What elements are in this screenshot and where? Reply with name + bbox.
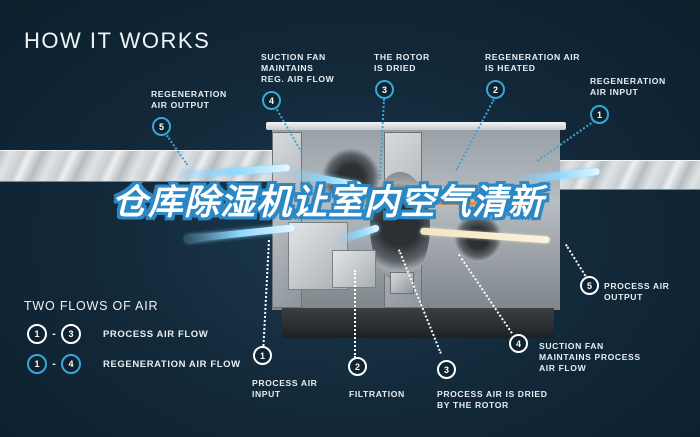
process-leader-2 — [354, 270, 356, 358]
legend-process-to-number: 3 — [68, 329, 74, 339]
process-marker-4-number: 4 — [515, 338, 521, 349]
regen-label-3: THE ROTOR IS DRIED — [374, 52, 430, 73]
cabinet-base — [282, 308, 554, 338]
regen-label-4: SUCTION FAN MAINTAINS REG. AIR FLOW — [261, 52, 335, 84]
heater-glow — [430, 202, 514, 205]
process-marker-5: 5 — [580, 276, 599, 295]
process-marker-3: 3 — [437, 360, 456, 379]
regen-marker-2: 2 — [486, 80, 505, 99]
legend-process-label: PROCESS AIR FLOW — [103, 328, 209, 340]
process-label-2: FILTRATION — [349, 389, 405, 399]
process-label-4: SUCTION FAN MAINTAINS PROCESS AIR FLOW — [539, 341, 641, 373]
legend-regen-label: REGENERATION AIR FLOW — [103, 358, 241, 370]
regen-label-1: REGENERATION AIR INPUT — [590, 76, 666, 97]
process-marker-2-number: 2 — [354, 361, 360, 372]
process-marker-4: 4 — [509, 334, 528, 353]
legend-process-from-marker: 1 — [27, 324, 47, 344]
process-marker-2: 2 — [348, 357, 367, 376]
legend-row-process: 1 - 3 PROCESS AIR FLOW — [27, 324, 208, 344]
process-marker-3-number: 3 — [443, 364, 449, 375]
diagram-heading: HOW IT WORKS — [24, 28, 211, 53]
process-marker-1: 1 — [253, 346, 272, 365]
legend-process-from-number: 1 — [34, 329, 40, 339]
legend-process-dash: - — [52, 328, 56, 340]
process-label-5: PROCESS AIR OUTPUT — [604, 281, 670, 302]
regen-label-5: REGENERATION AIR OUTPUT — [151, 89, 227, 110]
regen-label-2: REGENERATION AIR IS HEATED — [485, 52, 581, 73]
legend-regen-to-marker: 4 — [61, 354, 81, 374]
process-marker-1-number: 1 — [259, 350, 265, 361]
legend-regen-to-number: 4 — [68, 359, 74, 369]
regen-marker-4-number: 4 — [268, 95, 274, 106]
rotor-motor — [390, 272, 414, 294]
dehumidifier-unit — [262, 122, 572, 342]
process-label-3: PROCESS AIR IS DRIED BY THE ROTOR — [437, 389, 548, 410]
cabinet-top — [266, 122, 566, 130]
regeneration-output-duct — [0, 150, 280, 182]
legend-row-regeneration: 1 - 4 REGENERATION AIR FLOW — [27, 354, 241, 374]
regen-marker-3: 3 — [375, 80, 394, 99]
legend-title: TWO FLOWS OF AIR — [24, 299, 159, 313]
process-label-1: PROCESS AIR INPUT — [252, 378, 318, 399]
rotor-icon — [370, 172, 430, 282]
regen-marker-3-number: 3 — [381, 84, 387, 95]
regen-marker-1: 1 — [590, 105, 609, 124]
regen-marker-5-number: 5 — [158, 121, 164, 132]
overlay-title: 仓库除湿机让室内空气清新 — [112, 183, 545, 223]
regen-marker-2-number: 2 — [492, 84, 498, 95]
process-marker-5-number: 5 — [586, 280, 592, 291]
regen-marker-5: 5 — [152, 117, 171, 136]
legend-process-to-marker: 3 — [61, 324, 81, 344]
legend-regen-dash: - — [52, 358, 56, 370]
heater-coil — [426, 186, 516, 204]
legend-regen-from-marker: 1 — [27, 354, 47, 374]
regen-marker-4: 4 — [262, 91, 281, 110]
legend-regen-from-number: 1 — [34, 359, 40, 369]
regen-marker-1-number: 1 — [596, 109, 602, 120]
